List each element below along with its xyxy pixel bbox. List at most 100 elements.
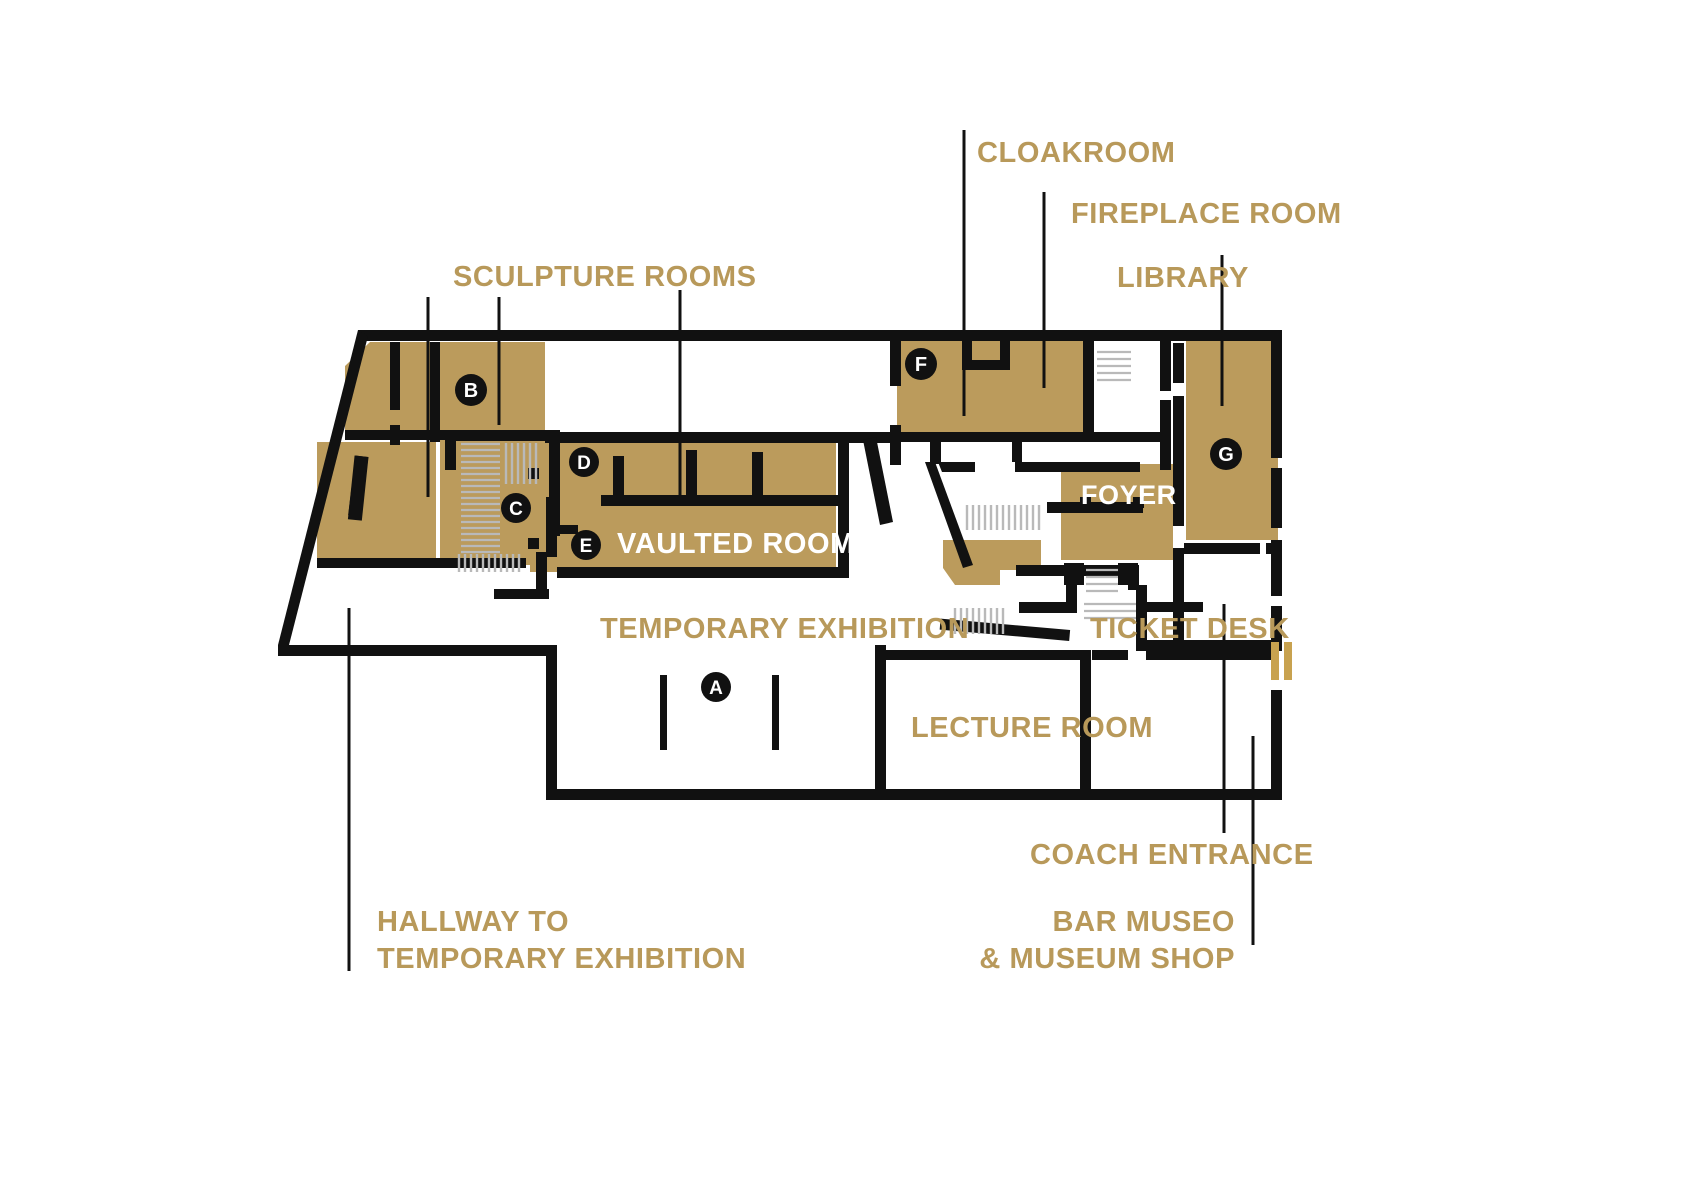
wall-passage-left (930, 440, 941, 464)
wall-library-south-2 (1266, 543, 1282, 554)
stair-upper-vertical-hatch (504, 443, 538, 484)
wall-cloakroom-inset-bottom (962, 360, 1010, 370)
label-foyer: FOYER (1081, 480, 1177, 510)
label-coach-entrance: COACH ENTRANCE (1030, 839, 1314, 871)
label-sculpture-rooms: SCULPTURE ROOMS (453, 261, 757, 293)
wall-sculpture-partition-4 (430, 342, 440, 442)
label-library: LIBRARY (1117, 262, 1249, 294)
wall-lecture-room-north (880, 650, 1086, 660)
wall-temp-exhibition-south (546, 789, 1091, 800)
wall-stairwell-dot-1 (528, 468, 539, 479)
door-east-entrance-2 (1284, 642, 1292, 680)
wall-d-doorstub (556, 525, 578, 534)
room-marker-c[interactable]: C (501, 493, 531, 523)
room-marker-d[interactable]: D (569, 447, 599, 477)
wall-east-exterior-lower (1271, 540, 1282, 596)
room-marker-b[interactable]: B (455, 374, 487, 406)
wall-d-vertical-2 (613, 456, 624, 501)
entrance-steps-hatch (1084, 602, 1136, 620)
wall-angled-entrance-2 (938, 462, 975, 472)
wall-angled-entrance-3 (925, 462, 973, 568)
wall-library-west (1173, 343, 1184, 383)
wall-vaulted-eaststub (536, 552, 547, 594)
wall-d-vertical-1 (546, 497, 557, 557)
label-bar-museo-line1: BAR MUSEO (1053, 906, 1235, 938)
stair-hatching (457, 350, 1136, 634)
wall-entrance-lower-3 (1141, 602, 1203, 612)
room-sculpture-left-lower (317, 442, 436, 565)
wall-north-exterior (358, 330, 1282, 341)
wall-cloakroom-west-2 (890, 425, 901, 465)
wall-center-divider (545, 432, 895, 443)
label-ticket-desk: TICKET DESK (1090, 613, 1290, 645)
room-marker-d-letter: D (577, 453, 591, 474)
room-marker-g-letter: G (1218, 444, 1234, 466)
wall-entrance-lower (1136, 585, 1147, 647)
slab-sculpture-room (347, 455, 369, 521)
inplan-label-group: VAULTED ROOM FOYER (617, 480, 1177, 560)
wall-fireplace-east-2 (1160, 341, 1171, 391)
foyer-column-2 (1133, 497, 1144, 508)
wall-east-exterior-base (1271, 690, 1282, 800)
wall-corridor-bottom-2 (1016, 566, 1028, 576)
corridor-stair-hatch (965, 505, 1041, 530)
foyer-steps-hatch (1086, 568, 1118, 593)
wall-corridor-left (1012, 440, 1022, 462)
room-vaulted (545, 512, 836, 572)
wall-barmuseo-south (1086, 789, 1282, 800)
room-marker-c-letter: C (509, 499, 523, 520)
wall-angled-entrance (863, 437, 893, 525)
wall-vaulted-east (838, 432, 849, 578)
stair-lower-vertical-hatch (457, 554, 521, 572)
stair-main-treads (461, 442, 500, 554)
wall-foyer-step-left (1064, 563, 1084, 585)
room-marker-b-letter: B (464, 380, 478, 402)
wall-fireplace-east (1083, 341, 1094, 441)
room-marker-f[interactable]: F (905, 348, 937, 380)
callout-label-group: SCULPTURE ROOMS CLOAKROOM FIREPLACE ROOM… (453, 137, 1342, 871)
wall-foyer-north (1083, 432, 1171, 442)
wall-cloakroom-inset-left (962, 341, 972, 368)
wall-temp-exhibition-east (875, 645, 886, 795)
label-vaulted-room: VAULTED ROOM (617, 528, 855, 560)
wall-d-horizontal-1 (601, 495, 841, 506)
room-marker-f-letter: F (915, 354, 927, 376)
wall-cloakroom-inset-right (1000, 341, 1010, 368)
label-hallway-line2: TEMPORARY EXHIBITION (377, 943, 746, 975)
wall-east-exterior-bottom (1271, 606, 1282, 646)
room-marker-a[interactable]: A (701, 672, 731, 702)
wall-foyer-step-base (1019, 602, 1077, 613)
wall-passage-top-b (1020, 462, 1140, 472)
wall-d-vertical-4 (752, 452, 763, 498)
wall-sculpture-partition-3 (345, 430, 450, 440)
label-cloakroom: CLOAKROOM (977, 137, 1176, 169)
wall-stairwell-top (445, 430, 560, 441)
room-marker-a-letter: A (709, 678, 723, 699)
column-temp-exhibition-2 (772, 675, 779, 750)
wall-lecture-room-east (1080, 650, 1091, 800)
wall-hallway-south (278, 645, 556, 656)
label-fireplace-room: FIREPLACE ROOM (1071, 198, 1342, 230)
wall-ticketdesk-stub-2 (1146, 650, 1274, 660)
label-hallway-line1: HALLWAY TO (377, 906, 569, 938)
wall-vaulted-southstub (494, 589, 549, 599)
room-marker-e[interactable]: E (571, 530, 601, 560)
wall-foyer-step-base-2 (1066, 585, 1077, 613)
leader-lines (347, 130, 1255, 971)
vestibule-stair-hatch (953, 608, 1005, 634)
wall-stairwell-right (549, 441, 560, 536)
wall-library-south (1184, 543, 1260, 554)
room-marker-group: A B C D E F G (455, 348, 1242, 702)
label-bar-museo-line2: & MUSEUM SHOP (979, 943, 1235, 975)
door-east-entrance-1 (1271, 642, 1279, 680)
wall-foyer-step-right (1118, 563, 1138, 585)
room-marker-g[interactable]: G (1210, 438, 1242, 470)
wall-entrance-lower-2 (1136, 640, 1282, 651)
column-temp-exhibition-1 (660, 675, 667, 750)
wall-vaulted-south (557, 567, 847, 578)
wall-structure (278, 330, 1292, 800)
wall-cloakroom-south (897, 432, 1091, 442)
wall-sculpture-south-stub (317, 558, 427, 568)
wall-cloakroom-west (890, 341, 901, 386)
wall-ticketdesk-stub-1 (1092, 650, 1128, 660)
